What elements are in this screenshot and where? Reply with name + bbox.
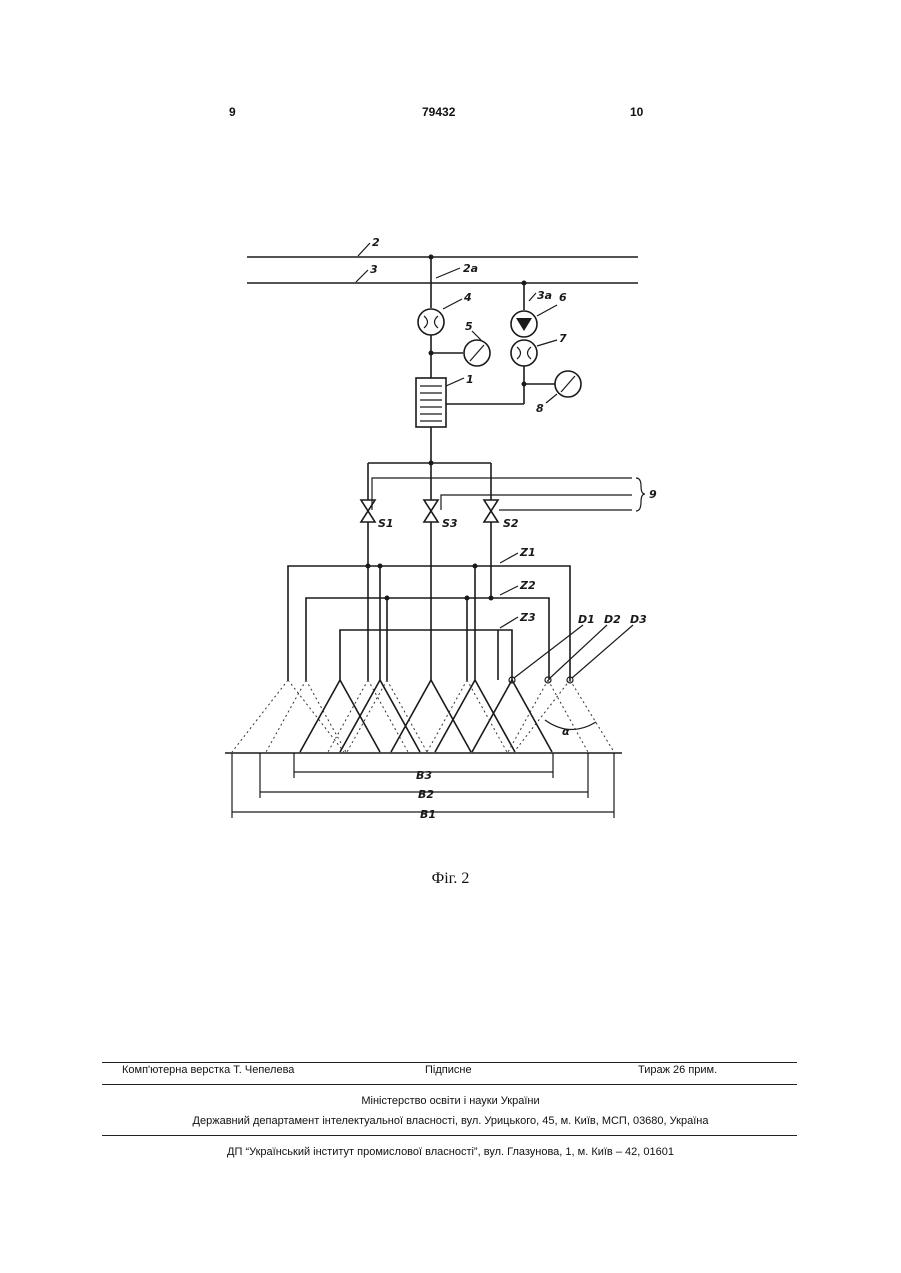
label-b1: B1 (420, 808, 436, 821)
label-z2: Z2 (519, 579, 536, 592)
footer-department: Державний департамент інтелектуальної вл… (0, 1114, 901, 1128)
label-3: 3 (370, 263, 378, 276)
valve-s2 (484, 500, 498, 522)
leader-z3 (500, 617, 518, 628)
leader-4 (443, 299, 462, 309)
mixer-1 (416, 378, 446, 427)
leader-6 (537, 305, 557, 316)
figure-caption: Фіг. 2 (0, 869, 901, 889)
label-1: 1 (466, 373, 474, 386)
cone-z2-d (508, 680, 588, 752)
leader-8 (546, 394, 557, 403)
leader-2a (436, 268, 460, 278)
label-s1: S1 (378, 517, 394, 530)
footer-ministry: Міністерство освіти і науки України (0, 1094, 901, 1108)
label-s3: S3 (442, 517, 458, 530)
cone-z2-b (347, 680, 427, 752)
label-2a: 2a (463, 262, 478, 275)
label-b3: B3 (416, 769, 432, 782)
label-8: 8 (536, 402, 544, 415)
angle-alpha-arc (545, 720, 596, 730)
leader-d2 (550, 625, 607, 678)
control-line-s3 (441, 495, 632, 510)
valve-s3 (424, 500, 438, 522)
label-3a: 3a (537, 289, 552, 302)
footer-signed: Підписне (425, 1063, 472, 1077)
z1-node-a (366, 564, 371, 569)
label-z3: Z3 (519, 611, 536, 624)
label-2: 2 (372, 236, 380, 249)
footer-institute: ДП “Український інститут промислової вла… (0, 1145, 901, 1159)
leader-5 (472, 331, 481, 340)
pump-6-symbol (516, 318, 532, 331)
flowmeter-7 (511, 340, 537, 366)
label-7: 7 (559, 332, 567, 345)
valve-s1 (361, 500, 375, 522)
brace-9 (636, 478, 645, 511)
label-9: 9 (649, 488, 657, 501)
label-alpha: α (562, 725, 570, 738)
footer-print-run: Тираж 26 прим. (638, 1063, 717, 1077)
label-s2: S2 (503, 517, 519, 530)
label-4: 4 (463, 291, 472, 304)
footer-typeset: Комп'ютерна верстка Т. Чепелева (122, 1063, 294, 1077)
manifold-z3 (340, 630, 512, 680)
label-d1: D1 (578, 613, 595, 626)
leader-3 (356, 270, 368, 282)
leader-z2 (500, 586, 518, 595)
label-z1: Z1 (519, 546, 536, 559)
footer-rule-middle (102, 1084, 797, 1085)
flowmeter-4 (418, 309, 444, 335)
cone-z3-b (340, 680, 420, 752)
label-d3: D3 (630, 613, 647, 626)
mixer-1-plates (420, 386, 442, 421)
leader-z1 (500, 553, 518, 563)
flowmeter-7-symbol (517, 347, 531, 359)
cone-z1-c (514, 680, 614, 752)
leader-2 (358, 243, 370, 256)
leader-1 (446, 378, 464, 386)
leader-7 (537, 340, 557, 346)
label-b2: B2 (418, 788, 434, 801)
gauge-8-needle (561, 376, 575, 392)
z2-node-c (489, 596, 494, 601)
label-5: 5 (465, 320, 473, 333)
leader-3a (529, 293, 536, 301)
cone-z3-c (391, 680, 471, 752)
label-d2: D2 (604, 613, 621, 626)
cone-z1-a (232, 680, 344, 752)
gauge-5-needle (470, 345, 484, 361)
flowmeter-4-symbol (424, 316, 438, 328)
cone-z3-e (472, 680, 552, 752)
footer-rule-bottom (102, 1135, 797, 1136)
label-6: 6 (559, 291, 567, 304)
leader-d3 (572, 625, 633, 678)
